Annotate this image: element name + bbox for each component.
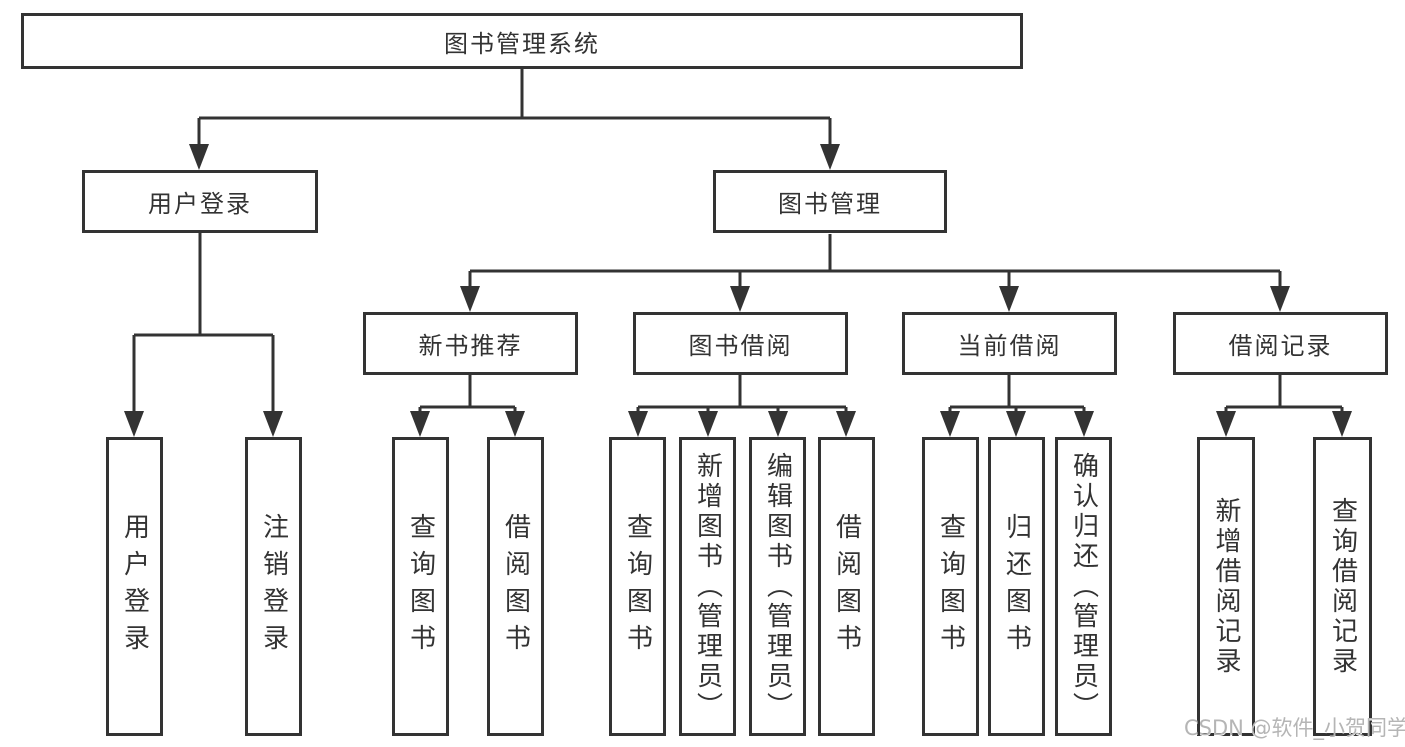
- leaf-br-query-record: 查询借阅记录: [1313, 437, 1372, 736]
- node-label: 注销登录: [258, 512, 289, 661]
- node-label: 查询图书: [935, 512, 966, 661]
- node-new-book-recommend: 新书推荐: [363, 312, 578, 375]
- node-label: 新书推荐: [418, 332, 523, 360]
- node-label: 归还图书: [1001, 512, 1032, 661]
- node-current-borrowing: 当前借阅: [902, 312, 1117, 375]
- node-label: 图书管理系统: [444, 29, 600, 58]
- node-label: 确认归还（管理员）: [1068, 451, 1099, 722]
- node-label: 查询图书: [622, 512, 653, 661]
- node-label: 用户登录: [119, 512, 150, 661]
- leaf-cb-query-books: 查询图书: [922, 437, 979, 736]
- node-label: 借阅图书: [500, 512, 531, 661]
- node-label: 当前借阅: [957, 332, 1062, 360]
- leaf-nb-query-books: 查询图书: [392, 437, 449, 736]
- node-label: 图书管理: [778, 190, 882, 218]
- node-label: 新增借阅记录: [1211, 496, 1241, 677]
- node-label: 编辑图书（管理员）: [762, 451, 793, 722]
- node-library-system: 图书管理系统: [21, 13, 1023, 69]
- leaf-user-login: 用户登录: [106, 437, 163, 736]
- csdn-watermark: CSDN @软件_小贺同学: [1184, 716, 1405, 740]
- node-label: 查询图书: [405, 512, 436, 661]
- node-label: 图书借阅: [688, 332, 793, 360]
- node-label: 用户登录: [148, 190, 252, 218]
- leaf-cb-return-books: 归还图书: [988, 437, 1045, 736]
- leaf-bb-borrow-books: 借阅图书: [818, 437, 875, 736]
- leaf-logout: 注销登录: [245, 437, 302, 736]
- leaf-bb-edit-books-admin: 编辑图书（管理员）: [749, 437, 806, 736]
- leaf-nb-borrow-books: 借阅图书: [487, 437, 544, 736]
- node-user-login: 用户登录: [82, 170, 318, 233]
- node-borrow-records: 借阅记录: [1173, 312, 1388, 375]
- leaf-br-add-record: 新增借阅记录: [1197, 437, 1255, 736]
- leaf-bb-query-books: 查询图书: [609, 437, 666, 736]
- node-label: 借阅记录: [1228, 332, 1333, 360]
- node-book-borrowing: 图书借阅: [633, 312, 848, 375]
- leaf-cb-confirm-return-admin: 确认归还（管理员）: [1055, 437, 1112, 736]
- node-label: 借阅图书: [831, 512, 862, 661]
- node-label: 新增图书（管理员）: [692, 451, 723, 722]
- node-book-management: 图书管理: [713, 170, 947, 233]
- leaf-bb-add-books-admin: 新增图书（管理员）: [679, 437, 736, 736]
- node-label: 查询借阅记录: [1327, 496, 1358, 677]
